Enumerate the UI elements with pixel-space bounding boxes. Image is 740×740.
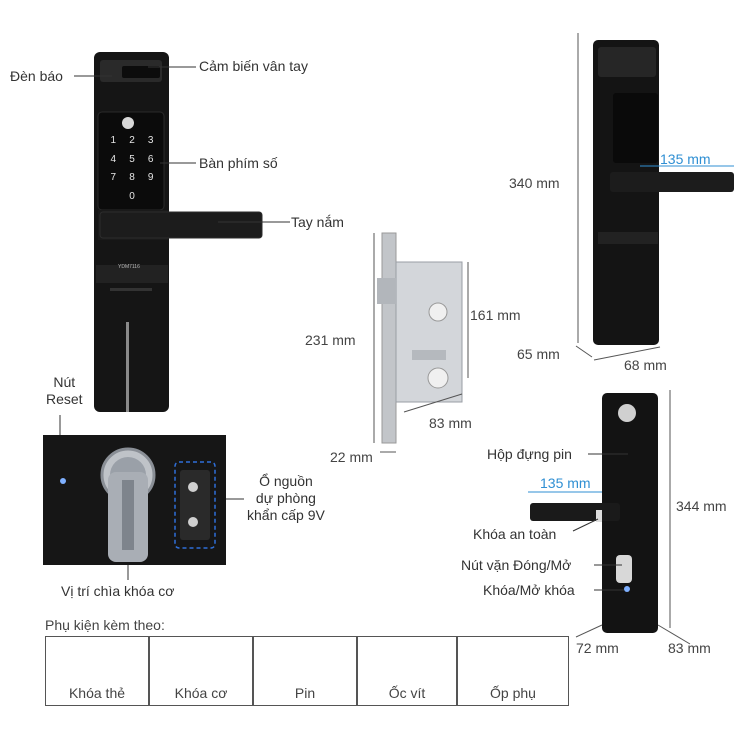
accessory-label: Khóa thẻ [68,685,126,701]
dim-back-depth: 72 mm [576,640,619,656]
accessory-strike-plate: Ốp phụ [457,636,569,706]
dim-mortise-width: 83 mm [429,415,472,431]
key-8: 8 [129,172,135,183]
label-handle: Tay nắm [291,214,344,230]
dim-handle-back: 135 mm [540,475,591,491]
accessory-label: Pin [294,685,316,701]
key-blank-right [141,188,160,207]
label-lock-unlock: Khóa/Mở khóa [483,582,575,598]
key-2: 2 [129,135,135,146]
side-lock-dims [575,33,734,361]
label-indicator: Đèn báo [10,68,63,84]
front-lock [94,52,263,432]
dim-mortise-height: 231 mm [305,332,356,348]
dim-mortise-thickness: 22 mm [330,449,373,465]
logo-icon [122,117,134,129]
label-safety-lock: Khóa an toàn [473,526,557,542]
label-reset-line2: Reset [46,391,83,407]
label-battery-box: Hộp đựng pin [487,446,572,462]
key-5: 5 [129,153,135,165]
dim-back-height: 344 mm [676,498,727,514]
dim-front-depth: 65 mm [517,346,560,362]
key-0: 0 [129,190,135,202]
label-knob: Nút vặn Đóng/Mở [461,557,572,573]
label-keypad: Bàn phím số [199,155,278,171]
label-power: Ổ nguồn dự phòng khẩn cấp 9V [247,473,325,524]
mortise-body [377,232,463,444]
label-power-line3: khẩn cấp 9V [247,507,325,523]
accessory-card-key: Khóa thẻ [45,636,149,706]
dim-handle-top: 135 mm [660,151,711,167]
cylinder-closeup [43,435,226,565]
label-key-position: Vị trí chìa khóa cơ [61,583,175,599]
label-reset: Nút Reset [46,374,83,408]
side-lock [593,40,734,345]
accessory-label: Khóa cơ [174,685,228,701]
label-power-line2: dự phòng [255,490,316,506]
accessory-mechanical-key: Khóa cơ [149,636,253,706]
accessory-label: Ốp phụ [490,685,536,701]
dim-front-height: 340 mm [509,175,560,191]
label-power-line1: Ổ nguồn [259,473,313,489]
brand-label: YDM7116 [118,264,140,270]
key-7: 7 [110,172,117,183]
dim-front-width: 68 mm [624,357,667,373]
back-lock-leaders [572,453,628,591]
label-reset-line1: Nút [53,374,76,390]
dim-back-width: 83 mm [668,640,711,656]
key-4: 4 [110,153,117,165]
key-blank-left [104,188,123,207]
back-lock [530,393,658,633]
accessory-label: Ốc vít [388,685,426,701]
dim-mortise-inner: 161 mm [470,307,521,323]
key-3: 3 [147,135,154,146]
keypad-grid: 1 2 3 4 5 6 7 8 9 0 [104,132,160,206]
key-1: 1 [110,135,117,146]
mortise-dims [373,233,469,453]
label-fingerprint: Cảm biến vân tay [199,58,308,74]
accessories-title: Phụ kiện kèm theo: [45,617,165,633]
key-9: 9 [147,172,154,183]
key-6: 6 [147,153,154,165]
accessory-battery: Pin [253,636,357,706]
back-lock-dims [528,390,691,645]
accessory-screws: Ốc vít [357,636,457,706]
